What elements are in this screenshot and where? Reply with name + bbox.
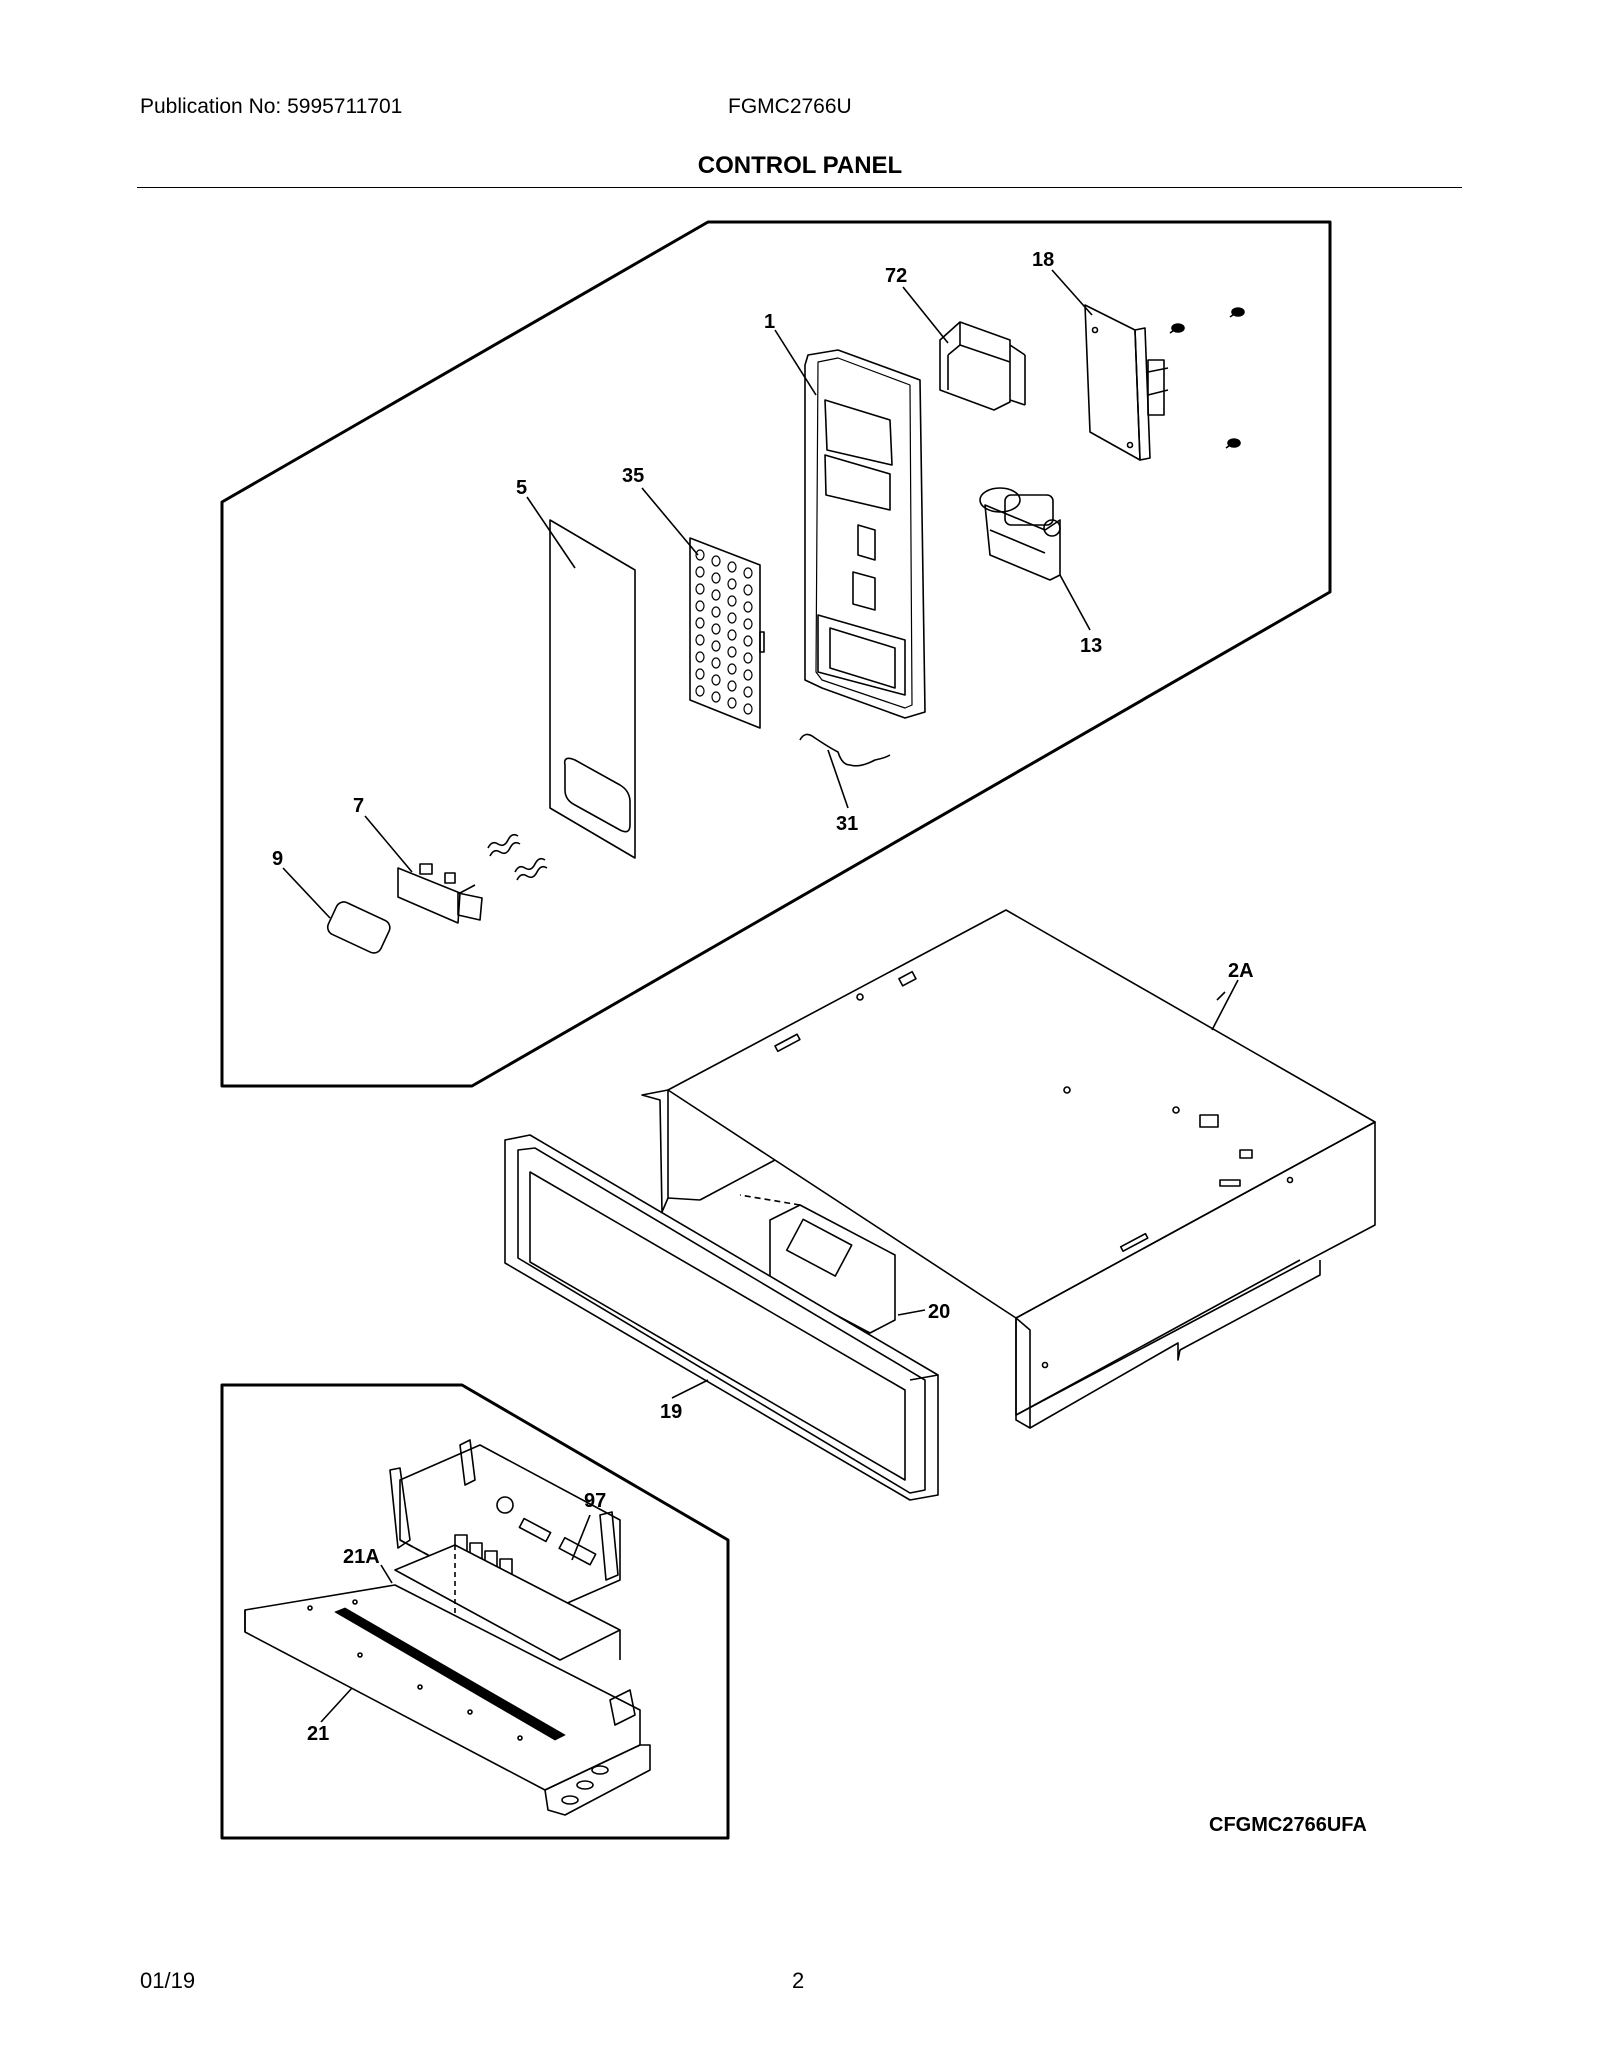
part-72-module xyxy=(939,321,1026,411)
callout-97: 97 xyxy=(584,1490,606,1512)
part-21A-bracket xyxy=(394,1544,621,1661)
part-2A-cabinet xyxy=(641,909,1376,1429)
membrane-dot xyxy=(711,623,721,635)
membrane-dot xyxy=(727,561,737,573)
model-number: FGMC2766U xyxy=(728,95,852,118)
membrane-dot xyxy=(743,618,753,630)
callout-1: 1 xyxy=(764,311,775,333)
footer-date: 01/19 xyxy=(140,1968,196,1993)
membrane-dot xyxy=(711,657,721,669)
callout-5: 5 xyxy=(516,477,527,499)
membrane-dot xyxy=(711,691,721,703)
callout-19: 19 xyxy=(660,1401,682,1423)
part-31-wire xyxy=(799,733,891,767)
membrane-dot xyxy=(743,601,753,613)
membrane-dot xyxy=(695,685,705,697)
membrane-dot xyxy=(695,583,705,595)
callout-20: 20 xyxy=(928,1301,950,1323)
part-21-shelf xyxy=(244,1584,651,1816)
part-13-motor xyxy=(979,487,1061,581)
membrane-dot xyxy=(743,686,753,698)
membrane-dot xyxy=(727,663,737,675)
membrane-dot xyxy=(743,669,753,681)
drawing-code: CFGMC2766UFA xyxy=(1209,1814,1367,1836)
membrane-dot xyxy=(711,674,721,686)
membrane-dot xyxy=(695,634,705,646)
membrane-dot xyxy=(695,600,705,612)
part-1-housing xyxy=(804,349,926,719)
part-9-label xyxy=(326,901,391,954)
membrane-dot xyxy=(727,612,737,624)
page-title: CONTROL PANEL xyxy=(697,152,903,179)
upper-enclosure-frame xyxy=(220,220,1332,1088)
callout-21: 21 xyxy=(307,1723,329,1745)
header-rule xyxy=(137,187,1462,188)
callout-7: 7 xyxy=(353,795,364,817)
membrane-dot xyxy=(727,578,737,590)
membrane-dot xyxy=(695,566,705,578)
callout-2A: 2A xyxy=(1228,960,1254,982)
membrane-dot xyxy=(695,549,705,561)
callout-13: 13 xyxy=(1080,635,1102,657)
part-18-board xyxy=(1084,304,1245,461)
membrane-dot xyxy=(711,572,721,584)
part-19-trim xyxy=(504,1134,939,1501)
callout-31: 31 xyxy=(836,813,858,835)
membrane-dot xyxy=(743,703,753,715)
part-35-membrane xyxy=(689,537,765,729)
lower-detail-frame xyxy=(220,1383,730,1840)
membrane-dots xyxy=(695,549,753,715)
part-5-overlay xyxy=(549,519,636,859)
part-7-paddle xyxy=(397,863,483,924)
callout-21A: 21A xyxy=(343,1546,380,1568)
membrane-dot xyxy=(727,646,737,658)
membrane-dot xyxy=(695,668,705,680)
callout-18: 18 xyxy=(1032,249,1054,271)
callout-9: 9 xyxy=(272,848,283,870)
page-number: 2 xyxy=(792,1968,805,1993)
membrane-dot xyxy=(695,651,705,663)
membrane-dot xyxy=(727,680,737,692)
membrane-dot xyxy=(711,555,721,567)
membrane-dot xyxy=(711,606,721,618)
springs xyxy=(487,833,548,881)
publication-number: Publication No: 5995711701 xyxy=(140,95,403,118)
callout-35: 35 xyxy=(622,465,644,487)
membrane-dot xyxy=(743,635,753,647)
membrane-dot xyxy=(727,629,737,641)
membrane-dot xyxy=(727,697,737,709)
membrane-dot xyxy=(727,595,737,607)
membrane-dot xyxy=(743,584,753,596)
membrane-dot xyxy=(743,567,753,579)
membrane-dot xyxy=(695,617,705,629)
membrane-dot xyxy=(743,652,753,664)
callout-72: 72 xyxy=(885,265,907,287)
membrane-dot xyxy=(711,640,721,652)
membrane-dot xyxy=(711,589,721,601)
